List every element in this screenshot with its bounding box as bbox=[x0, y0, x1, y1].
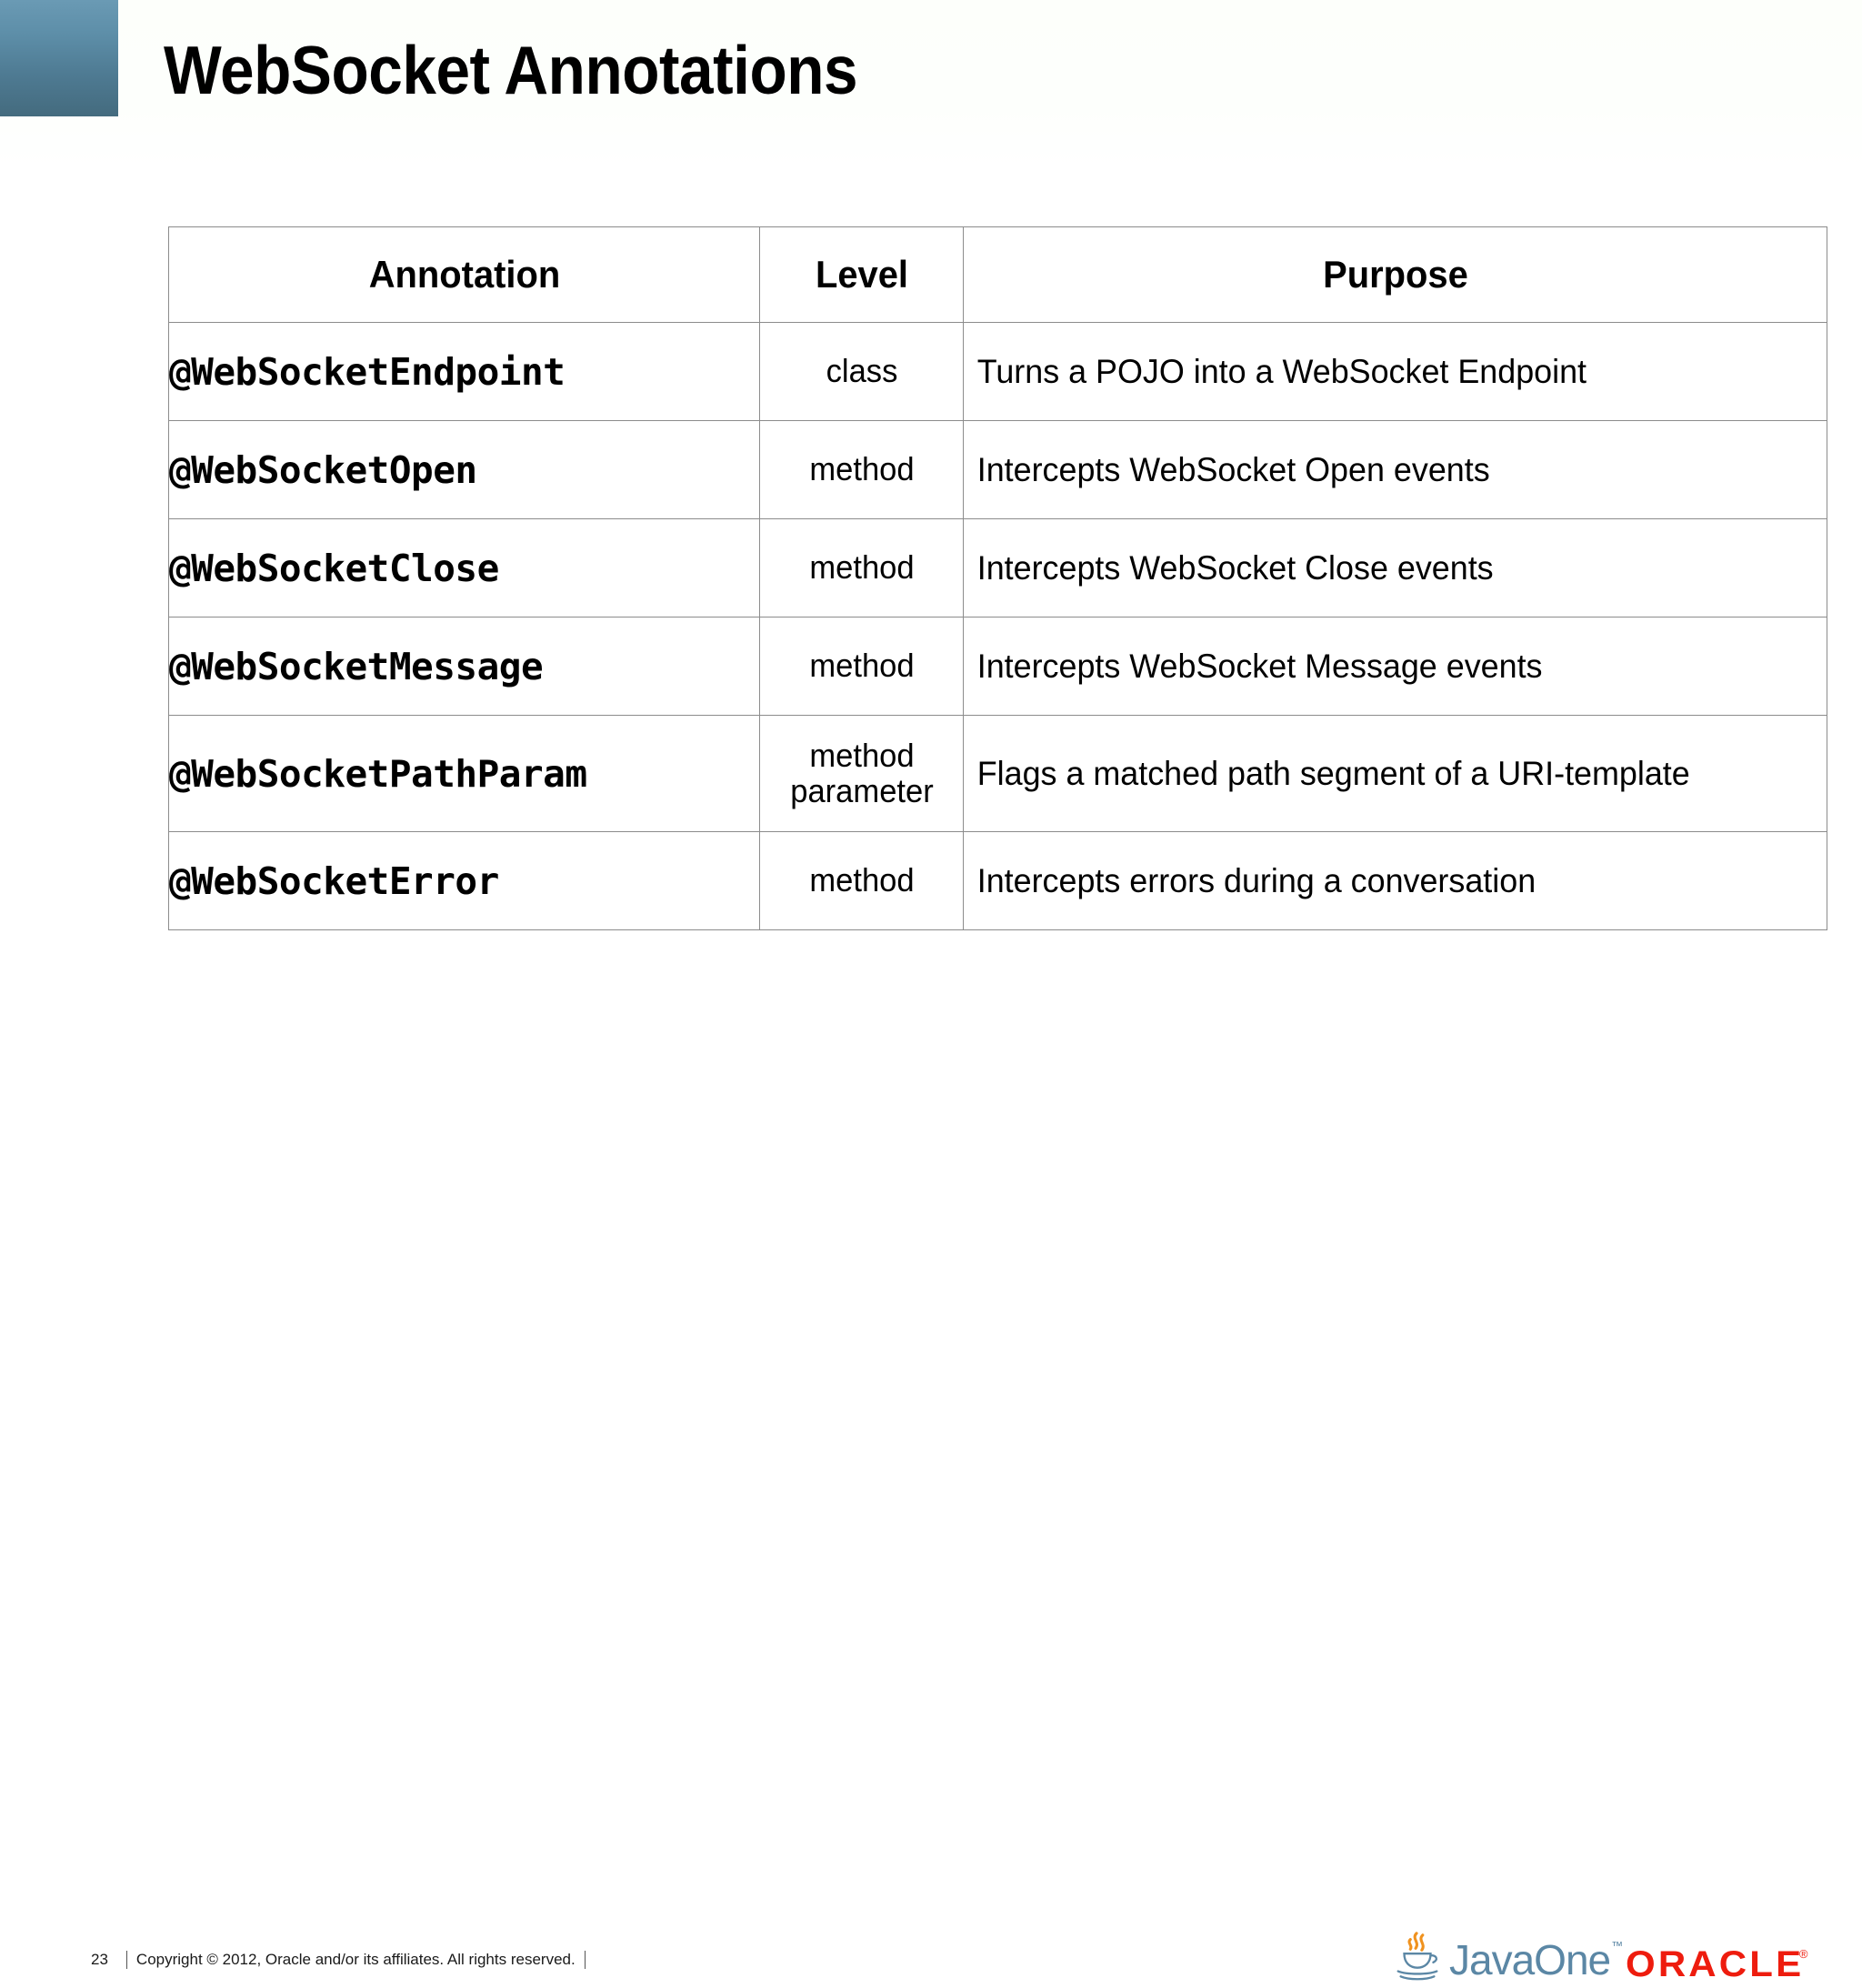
column-header-purpose: Purpose bbox=[984, 226, 1807, 323]
decorative-corner-block bbox=[0, 0, 118, 116]
table-header-row: Annotation Level Purpose bbox=[169, 226, 1827, 323]
table-row: @WebSocketEndpoint class Turns a POJO in… bbox=[168, 322, 1827, 421]
cell-purpose: Intercepts WebSocket Close events bbox=[976, 518, 1815, 617]
javaone-trademark: ™ bbox=[1611, 1938, 1624, 1953]
cell-level: method bbox=[763, 831, 960, 930]
annotations-table-wrapper: Annotation Level Purpose @WebSocketEndpo… bbox=[168, 226, 1827, 930]
page-number: 23 bbox=[91, 1951, 108, 1968]
javaone-wordmark: JavaOne bbox=[1449, 1936, 1611, 1983]
table-row: @WebSocketMessage method Intercepts WebS… bbox=[168, 617, 1827, 716]
annotations-table: Annotation Level Purpose @WebSocketEndpo… bbox=[168, 226, 1827, 930]
cell-annotation: @WebSocketPathParam bbox=[168, 715, 760, 832]
column-header-annotation: Annotation bbox=[183, 226, 746, 323]
table-row: @WebSocketClose method Intercepts WebSoc… bbox=[168, 518, 1827, 617]
cell-level: method parameter bbox=[763, 715, 960, 832]
cell-purpose: Intercepts errors during a conversation bbox=[976, 831, 1815, 930]
footer-divider-icon bbox=[125, 1951, 127, 1969]
cell-annotation: @WebSocketOpen bbox=[168, 420, 760, 519]
table-row: @WebSocketPathParam method parameter Fla… bbox=[168, 715, 1827, 832]
cell-level-line1: method bbox=[808, 861, 915, 899]
copyright-text: Copyright © 2012, Oracle and/or its affi… bbox=[135, 1951, 576, 1968]
table-header: Annotation Level Purpose bbox=[169, 226, 1827, 323]
cell-annotation: @WebSocketEndpoint bbox=[168, 322, 760, 421]
cell-annotation: @WebSocketMessage bbox=[168, 617, 760, 716]
javaone-logo: JavaOne ™ bbox=[1389, 1928, 1624, 1988]
table-row: @WebSocketError method Intercepts errors… bbox=[168, 831, 1827, 930]
cell-level-line1: method bbox=[808, 450, 915, 488]
cell-annotation: @WebSocketError bbox=[168, 831, 760, 930]
table-row: @WebSocketOpen method Intercepts WebSock… bbox=[168, 420, 1827, 519]
cell-level: method bbox=[763, 518, 960, 617]
cell-level: method bbox=[763, 420, 960, 519]
slide-footer: 23 Copyright © 2012, Oracle and/or its a… bbox=[0, 948, 1862, 1983]
cell-level-line1: method bbox=[808, 736, 915, 774]
footer-divider-icon bbox=[584, 1951, 586, 1969]
table-body: @WebSocketEndpoint class Turns a POJO in… bbox=[168, 322, 1827, 930]
cell-level-line1: method bbox=[808, 647, 915, 685]
page-title: WebSocket Annotations bbox=[164, 32, 858, 108]
footer-copyright-group: 23 Copyright © 2012, Oracle and/or its a… bbox=[91, 1951, 595, 1969]
column-header-level: Level bbox=[764, 226, 959, 323]
cell-purpose: Intercepts WebSocket Message events bbox=[976, 617, 1815, 716]
cell-level: method bbox=[763, 617, 960, 716]
oracle-wordmark: ORACLE bbox=[1626, 1944, 1805, 1984]
cell-purpose: Flags a matched path segment of a URI-te… bbox=[976, 715, 1815, 832]
cell-level: class bbox=[763, 322, 960, 421]
oracle-registered-mark: ® bbox=[1798, 1947, 1808, 1961]
cell-annotation: @WebSocketClose bbox=[168, 518, 760, 617]
cell-purpose: Turns a POJO into a WebSocket Endpoint bbox=[976, 322, 1815, 421]
oracle-logo: ORACLE ® bbox=[1626, 1944, 1807, 1984]
cell-purpose: Intercepts WebSocket Open events bbox=[976, 420, 1815, 519]
cell-level-line1: method bbox=[808, 548, 915, 587]
java-cup-icon bbox=[1396, 1932, 1438, 1981]
cell-level-line1: class bbox=[826, 352, 897, 390]
cell-level-line2: parameter bbox=[789, 771, 934, 809]
